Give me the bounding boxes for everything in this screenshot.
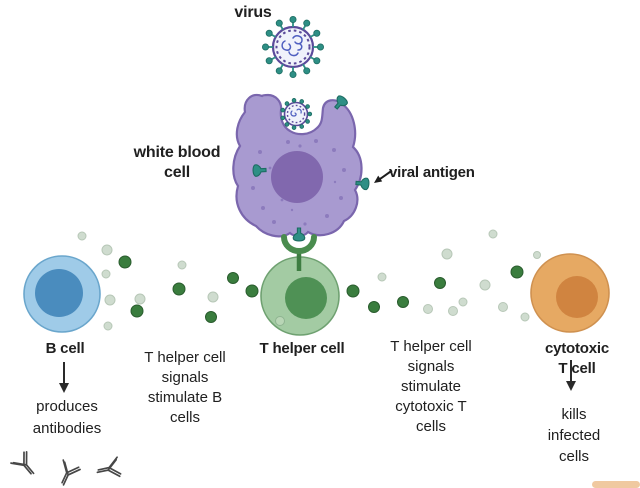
cytoplasm-speckles — [251, 139, 346, 226]
signal-dot — [498, 302, 508, 312]
antibody-icon — [94, 456, 122, 482]
signal-dot — [207, 291, 219, 303]
cytotoxic-t-cell-label: cytotoxic T cell — [544, 340, 610, 377]
signal-dot — [533, 251, 541, 259]
down-arrow-icon — [566, 360, 576, 391]
signal-dot — [377, 272, 387, 282]
signal-dot — [205, 311, 217, 323]
signal-dot — [423, 304, 433, 314]
viral-antigen-label: viral antigen — [389, 164, 475, 181]
signal-dot — [346, 284, 360, 298]
cytotoxic-t-cell-shape — [530, 253, 610, 333]
t-helper-cell-label: T helper cell — [259, 340, 345, 357]
b-cell-nucleus — [35, 269, 83, 317]
signal-dot — [448, 306, 458, 316]
signal-dot — [441, 248, 453, 260]
signal-dot — [479, 279, 491, 291]
signal-dot — [134, 293, 146, 305]
signal-dot — [520, 312, 530, 322]
signal-dot — [488, 229, 498, 239]
viral-antigen-pointer-arrow — [374, 169, 393, 183]
white-blood-cell-shape — [232, 93, 370, 242]
white-blood-cell-nucleus — [271, 151, 323, 203]
signal-dot — [172, 282, 186, 296]
signal-dot — [130, 304, 144, 318]
signal-dot — [245, 284, 259, 298]
signal-dots — [77, 229, 541, 331]
engulfed-virus-icon — [280, 98, 313, 130]
t-helper-vesicle — [275, 316, 285, 326]
white-blood-cell-label: white blood cell — [133, 144, 221, 181]
t-helper-signals-ctl-text: T helper cell signals stimulate cytotoxi… — [390, 338, 472, 435]
signal-dot — [227, 272, 239, 284]
t-helper-cell-shape — [260, 256, 340, 336]
virus-icon — [261, 15, 324, 79]
virus-label: virus — [234, 4, 272, 21]
signal-dot — [103, 321, 113, 331]
signal-dot — [118, 255, 132, 269]
signal-dot — [510, 265, 524, 279]
cropped-watermark-bar — [592, 481, 640, 488]
b-cell-label: B cell — [45, 340, 85, 357]
t-helper-signals-b-text: T helper cell signals stimulate B cells — [144, 349, 226, 426]
t-helper-nucleus — [285, 277, 327, 319]
down-arrow-icon — [59, 362, 69, 393]
signal-dot — [458, 297, 468, 307]
b-cell-function-text: produces antibodies — [32, 398, 102, 437]
cytotoxic-t-cell-nucleus — [556, 276, 598, 318]
signal-dot — [77, 231, 87, 241]
signal-dot — [368, 301, 380, 313]
signal-dot — [434, 277, 446, 289]
cytotoxic-function-text: kills infected cells — [547, 406, 601, 465]
signal-dot — [104, 294, 116, 306]
signal-dot — [101, 269, 111, 279]
signal-dot — [177, 260, 187, 270]
b-cell-shape — [23, 255, 101, 333]
signal-dot — [397, 296, 409, 308]
virus-rna — [281, 35, 303, 57]
antibody-icon — [52, 459, 82, 488]
antibody-icon — [10, 449, 41, 482]
signal-dot — [101, 244, 113, 256]
t-cell-receptor-icon — [281, 234, 317, 271]
